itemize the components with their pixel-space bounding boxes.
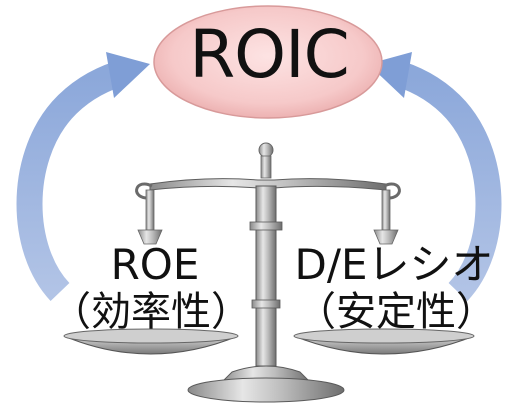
roe-label: ROE	[110, 240, 200, 289]
left-curved-arrow-icon	[16, 52, 150, 301]
roic-title: ROIC	[189, 16, 349, 93]
balance-scale-icon	[63, 142, 475, 403]
de-ratio-sublabel: （安定性）	[296, 289, 496, 335]
roic-ellipse	[153, 5, 383, 119]
roe-sublabel: （効率性）	[51, 289, 251, 335]
de-ratio-label: D/Eレシオ	[294, 240, 494, 289]
